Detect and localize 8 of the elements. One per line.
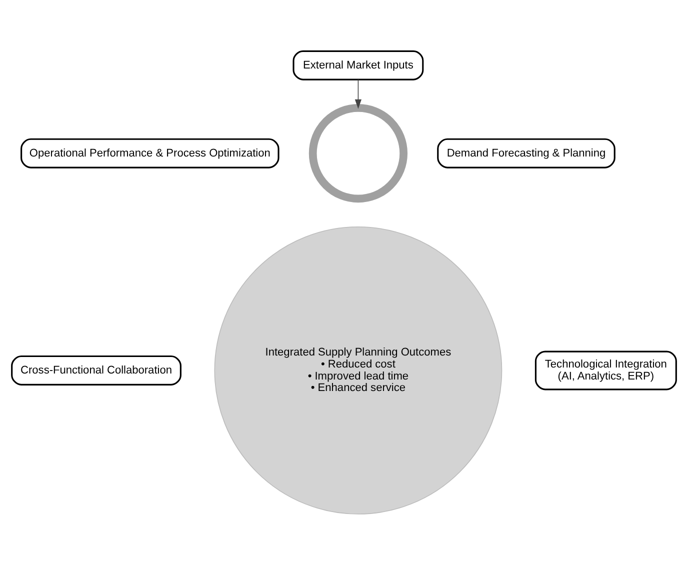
node-box: Technological Integration (AI, Analytics, ERP) (534, 350, 677, 390)
node-box: Operational Performance & Process Optimization (20, 138, 280, 168)
arrow (354, 79, 362, 109)
node-circle: Integrated Supply Planning Outcomes • Reduced cost • Improved lead time • Enhanced service (214, 226, 502, 514)
node-box: Demand Forecasting & Planning (437, 138, 616, 168)
node-box: External Market Inputs (292, 50, 424, 80)
node-box: Cross-Functional Collaboration (11, 355, 182, 386)
node-circle (308, 104, 408, 203)
